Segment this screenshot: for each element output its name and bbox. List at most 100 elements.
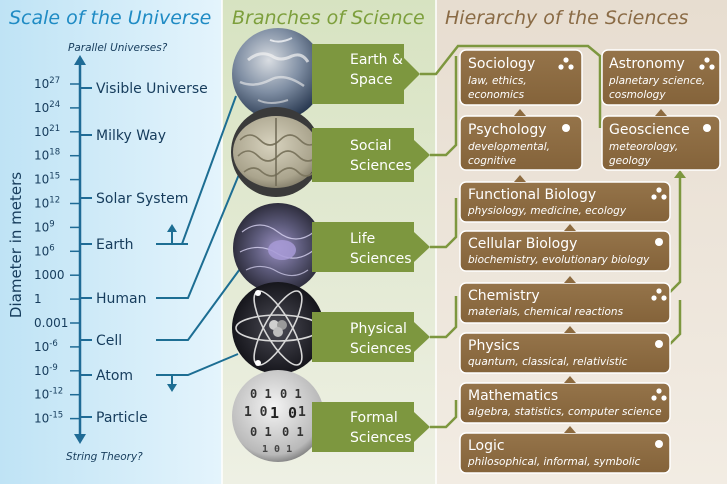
dot-icon bbox=[655, 340, 663, 348]
box-title: Astronomy bbox=[609, 56, 685, 72]
svg-text:0 1: 0 1 bbox=[280, 387, 302, 401]
scale-tick-label: 10-15 bbox=[34, 411, 63, 426]
bottom-note: String Theory? bbox=[66, 451, 143, 463]
callout-earth bbox=[156, 95, 237, 245]
cluster-icon bbox=[699, 57, 715, 70]
callout-atom bbox=[156, 353, 239, 376]
branch-earth-space: Earth & Space bbox=[312, 44, 420, 104]
box-title: Sociology bbox=[468, 56, 535, 72]
svg-text:1 0 1: 1 0 1 bbox=[262, 444, 292, 455]
box-title: Physics bbox=[468, 338, 520, 354]
box-subtitle: physiology, medicine, ecology bbox=[467, 205, 627, 217]
object-solar-system: Solar System bbox=[96, 191, 188, 207]
box-title: Geoscience bbox=[609, 122, 690, 138]
box-logic: Logic philosophical, informal, symbolic bbox=[459, 432, 671, 474]
scale-tick-label: 10-6 bbox=[34, 339, 58, 354]
scale-panel bbox=[0, 0, 222, 484]
box-title: Cellular Biology bbox=[468, 236, 577, 252]
scale-tick-label: 109 bbox=[34, 219, 55, 234]
svg-text:0 1: 0 1 bbox=[282, 425, 304, 439]
branch-label-line1: Earth & bbox=[350, 52, 403, 68]
branch-label-line2: Sciences bbox=[350, 158, 412, 174]
branch-label-line1: Life bbox=[350, 231, 375, 247]
svg-text:1 0: 1 0 bbox=[244, 405, 268, 420]
box-subtitle: cosmology bbox=[609, 89, 666, 101]
axis-arrow-up bbox=[74, 55, 86, 65]
box-subtitle: meteorology, bbox=[609, 141, 678, 153]
scale-tick-label: 1021 bbox=[34, 124, 60, 139]
axis-label: Diameter in meters bbox=[7, 172, 25, 318]
brain-image bbox=[231, 107, 321, 197]
object-cell: Cell bbox=[96, 333, 122, 349]
stack-arrows bbox=[514, 109, 667, 433]
dot-icon bbox=[703, 124, 711, 132]
branch-label-line2: Sciences bbox=[350, 251, 412, 267]
box-subtitle: biochemistry, evolutionary biology bbox=[468, 254, 650, 266]
svg-text:1 0: 1 0 bbox=[270, 404, 297, 422]
branch-label-line1: Physical bbox=[350, 321, 407, 337]
scale-tick-label: 1 bbox=[34, 292, 42, 306]
box-subtitle: quantum, classical, relativistic bbox=[468, 356, 628, 368]
branch-physical-sciences: Physical Sciences bbox=[312, 312, 430, 362]
branch-label-line2: Sciences bbox=[350, 341, 412, 357]
cell-image bbox=[233, 203, 323, 293]
scale-tick-label: 106 bbox=[34, 243, 55, 258]
box-subtitle: economics bbox=[468, 89, 525, 101]
axis-arrow-down bbox=[74, 434, 86, 444]
box-chemistry: Chemistry materials, chemical reactions bbox=[459, 282, 671, 324]
branch-label-line2: Space bbox=[350, 72, 393, 88]
box-title: Logic bbox=[468, 438, 505, 454]
box-subtitle: law, ethics, bbox=[468, 75, 527, 87]
scale-tick-label: 1024 bbox=[34, 100, 60, 115]
box-astronomy: Astronomy planetary science, cosmology bbox=[601, 49, 721, 106]
cluster-icon bbox=[651, 388, 667, 401]
scale-title: Scale of the Universe bbox=[9, 7, 211, 29]
scale-tick-label: 10-9 bbox=[34, 363, 58, 378]
cluster-icon bbox=[651, 187, 667, 200]
box-psychology: Psychology developmental, cognitive bbox=[459, 115, 583, 171]
box-subtitle: developmental, bbox=[468, 141, 550, 153]
branch-life-sciences: Life Sciences bbox=[312, 222, 430, 272]
hierarchy-connectors bbox=[420, 44, 682, 429]
scale-tick-label: 1000 bbox=[34, 268, 65, 282]
box-cellular-biology: Cellular Biology biochemistry, evolution… bbox=[459, 230, 671, 272]
box-title: Chemistry bbox=[468, 288, 540, 304]
box-subtitle: planetary science, bbox=[608, 75, 705, 87]
cluster-icon bbox=[651, 288, 667, 301]
branch-formal-sciences: Formal Sciences bbox=[312, 402, 430, 452]
object-earth: Earth bbox=[96, 237, 134, 253]
box-subtitle: algebra, statistics, computer science bbox=[468, 406, 662, 418]
object-atom: Atom bbox=[96, 368, 133, 384]
callout-human bbox=[156, 171, 241, 299]
box-subtitle: philosophical, informal, symbolic bbox=[467, 456, 641, 468]
dot-icon bbox=[655, 238, 663, 246]
svg-text:1: 1 bbox=[298, 405, 306, 420]
box-title: Mathematics bbox=[468, 388, 558, 404]
box-title: Functional Biology bbox=[468, 187, 596, 203]
box-physics: Physics quantum, classical, relativistic bbox=[459, 332, 671, 374]
dot-icon bbox=[562, 124, 570, 132]
hierarchy-title: Hierarchy of the Sciences bbox=[445, 7, 689, 29]
globe-image bbox=[232, 28, 324, 120]
box-geoscience: Geoscience meteorology, geology bbox=[601, 115, 721, 171]
object-milky-way: Milky Way bbox=[96, 128, 166, 144]
svg-text:0 1: 0 1 bbox=[250, 387, 272, 401]
top-note: Parallel Universes? bbox=[68, 42, 168, 54]
branch-label-line1: Formal bbox=[350, 410, 398, 426]
object-human: Human bbox=[96, 291, 147, 307]
branch-label-line1: Social bbox=[350, 138, 392, 154]
scale-tick-label: 1027 bbox=[34, 76, 60, 91]
callout-cell bbox=[156, 257, 249, 341]
arrowhead bbox=[674, 170, 686, 178]
scale-tick-label: 1015 bbox=[34, 172, 60, 187]
box-mathematics: Mathematics algebra, statistics, compute… bbox=[459, 382, 671, 424]
svg-text:0 1: 0 1 bbox=[250, 425, 272, 439]
scale-ticks: 102710241021101810151012109106100010.001… bbox=[34, 76, 80, 426]
cluster-icon bbox=[558, 57, 574, 70]
atom-image bbox=[232, 282, 324, 374]
object-visible-universe: Visible Universe bbox=[96, 81, 208, 97]
scale-tick-label: 1012 bbox=[34, 196, 60, 211]
scale-tick-label: 1018 bbox=[34, 148, 60, 163]
scale-tick-label: 10-12 bbox=[34, 387, 63, 402]
